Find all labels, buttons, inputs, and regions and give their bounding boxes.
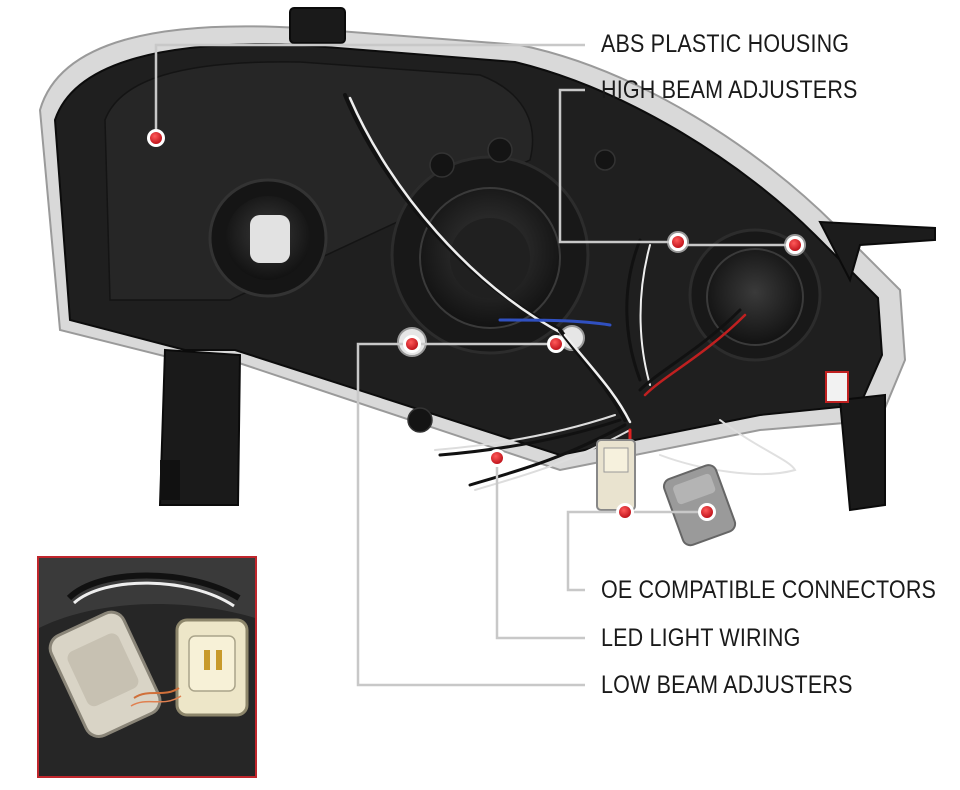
led-wiring-harness <box>343 93 797 491</box>
marker-connector-1 <box>616 503 634 521</box>
label-oe-compatible-connectors: OE COMPATIBLE CONNECTORS <box>601 576 937 604</box>
left-bulb-socket-icon <box>208 178 328 298</box>
oe-connector-gray-icon <box>662 464 737 547</box>
label-led-light-wiring: LED LIGHT WIRING <box>601 624 801 652</box>
marker-housing <box>147 129 165 147</box>
leader-lines <box>154 43 795 687</box>
label-low-beam-adjusters: LOW BEAM ADJUSTERS <box>601 671 853 699</box>
low-beam-dust-cap-icon <box>390 155 590 355</box>
marker-connector-2 <box>698 503 716 521</box>
label-high-beam-adjusters: HIGH BEAM ADJUSTERS <box>601 76 858 104</box>
marker-led-wiring <box>488 449 506 467</box>
marker-high-beam-1 <box>669 233 687 251</box>
connector-closeup-icon <box>39 558 255 776</box>
label-abs-plastic-housing: ABS PLASTIC HOUSING <box>601 30 850 58</box>
callout-markers <box>147 129 804 521</box>
headlight-housing <box>38 7 936 512</box>
marker-high-beam-2 <box>786 236 804 254</box>
mount-tab <box>160 460 180 500</box>
label-sticker <box>825 371 849 403</box>
housing-bolts <box>407 137 616 433</box>
marker-low-beam-2 <box>547 335 565 353</box>
marker-low-beam-1 <box>403 335 421 353</box>
oe-connector-icon <box>596 439 636 511</box>
connector-closeup-inset <box>37 556 257 778</box>
